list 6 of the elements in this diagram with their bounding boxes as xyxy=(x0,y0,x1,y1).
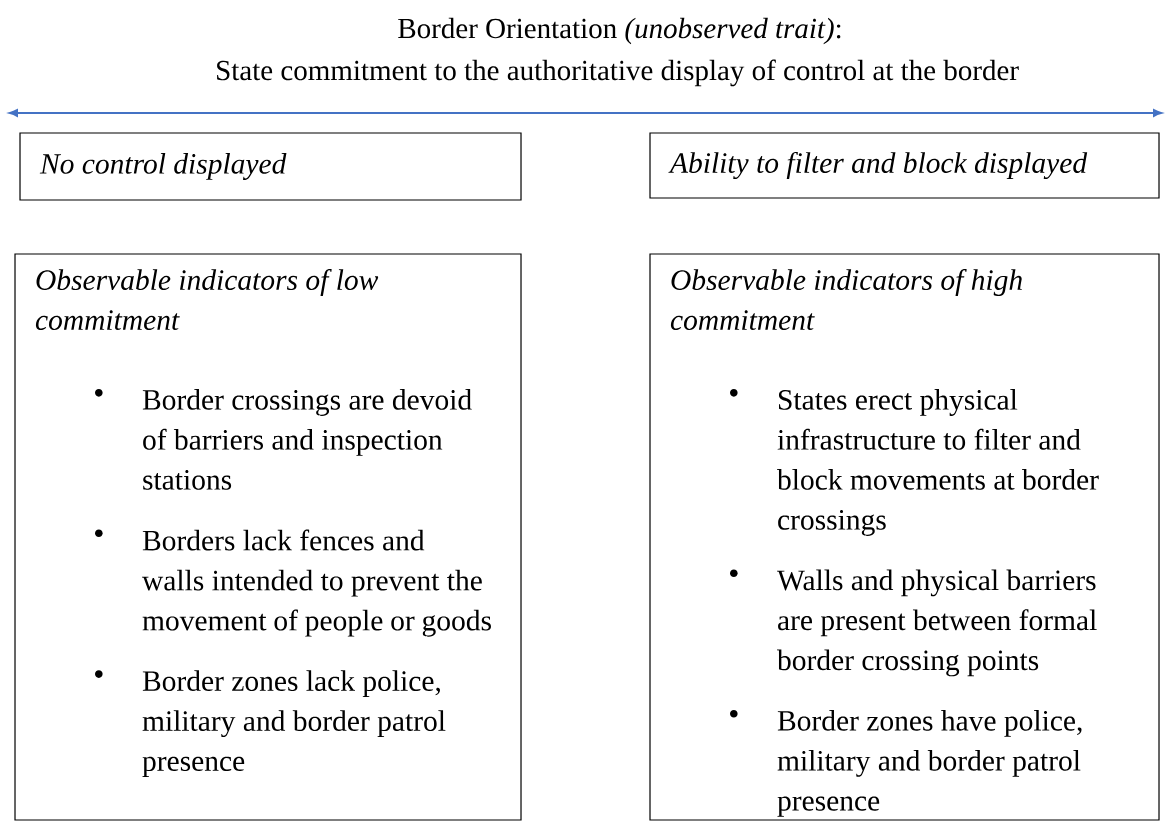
indicator-box: Observable indicators of low commitment Border crossings are devoid of barriers and inspection stations Borders lack fences and walls intended to prevent the movement of people or goods Border zones lack police, military and border patrol presence xyxy=(14,253,522,821)
subtitle: State commitment to the authoritative display of control at the border xyxy=(217,59,1019,87)
indicator-box: Observable indicators of high commitment States erect physical infrastructure to filter and block movements at border crossings Walls and physical barriers are present between formal border crossing points Border zones have police, military and border patrol presence xyxy=(649,253,1160,821)
title: Border Orientation (unobserved trait): xyxy=(398,17,841,45)
label-box: Ability to filter and block displayed xyxy=(649,132,1160,199)
label-box: No control displayed xyxy=(19,132,522,201)
